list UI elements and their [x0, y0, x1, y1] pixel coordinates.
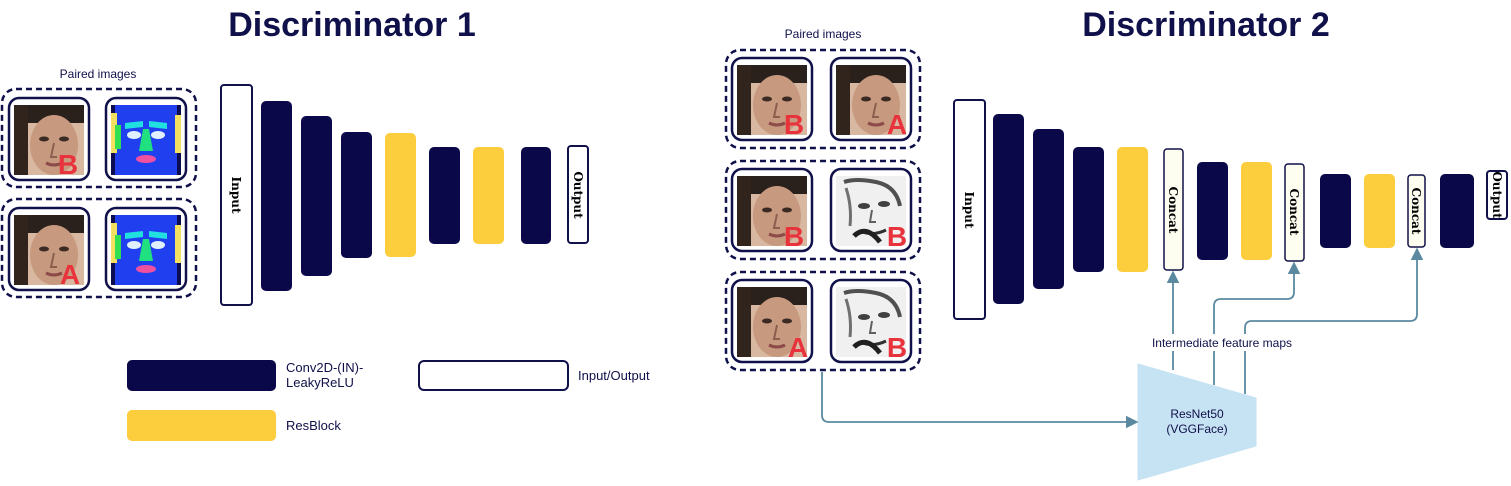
legend-resblock-swatch	[127, 410, 276, 441]
resnet-label: ResNet50	[1170, 407, 1224, 421]
pair-letter: B	[784, 221, 804, 252]
discriminator-1-network: Input Output	[220, 84, 589, 306]
legend-resblock-label: ResBlock	[286, 418, 341, 433]
conv-block	[261, 101, 292, 291]
pair-outline-1	[0, 87, 198, 189]
pair-letter: A	[60, 259, 80, 290]
resblock	[1117, 147, 1148, 272]
face-segmentation-map-icon	[111, 105, 181, 175]
resblock	[1241, 162, 1272, 260]
face-segmentation-map-icon	[111, 215, 181, 285]
input-label: Input	[229, 177, 243, 214]
input-label: Input	[962, 192, 976, 229]
resblock	[385, 133, 416, 257]
concat-block	[1163, 148, 1184, 271]
discriminator-2-title: Discriminator 2	[1082, 6, 1330, 44]
discriminator-2-network: Input Concat Concat Concat Output	[953, 99, 1508, 320]
conv-block	[1033, 129, 1064, 289]
pair-letter: B	[58, 149, 78, 180]
paired-images-group-2: B A B B A B	[724, 48, 922, 372]
concat-label: Concat	[1166, 187, 1180, 234]
paired-images-group-1: B A	[0, 87, 198, 299]
output-block	[567, 145, 589, 244]
pair-letter: A	[788, 332, 808, 363]
conv-block	[1197, 162, 1228, 260]
output-label: Output	[571, 171, 585, 219]
resnet-sublabel: (VGGFace)	[1166, 422, 1227, 436]
paired-images-label-1: Paired images	[60, 67, 137, 81]
resnet50-block	[1137, 363, 1257, 481]
conv-block	[521, 147, 551, 244]
concat-label: Concat	[1409, 188, 1423, 235]
input-block	[953, 99, 986, 320]
legend-conv-label: Conv2D-(IN)-	[286, 360, 363, 375]
feature-map-arrow-2	[1213, 261, 1301, 385]
legend-io-label: Input/Output	[578, 368, 650, 383]
feature-map-arrow-3	[1244, 247, 1424, 394]
output-block	[1486, 170, 1508, 220]
conv-block	[341, 132, 372, 258]
feature-maps-label: Intermediate feature maps	[1152, 336, 1292, 350]
conv-block	[429, 147, 460, 244]
pair-outline-3	[724, 270, 922, 372]
discriminator-1-title: Discriminator 1	[228, 6, 476, 44]
legend-conv-label-2: LeakyReLU	[286, 375, 354, 390]
pair-letter: A	[887, 109, 907, 140]
conv-block	[301, 116, 332, 276]
legend: Conv2D-(IN)- LeakyReLU ResBlock Input/Ou…	[127, 360, 650, 441]
resblock	[1364, 174, 1395, 248]
conv-block	[1320, 174, 1351, 248]
feature-maps-label-bg	[1145, 334, 1330, 351]
legend-io-swatch	[418, 360, 569, 391]
pair-letter: B	[784, 109, 804, 140]
concat-block	[1284, 163, 1305, 262]
conv-block	[993, 114, 1024, 304]
concat-label: Concat	[1287, 189, 1301, 236]
connector-arrows	[821, 247, 1424, 429]
legend-conv-swatch	[127, 360, 276, 391]
pair-letter: B	[887, 332, 907, 363]
resblock	[473, 147, 504, 244]
pair-outline-1	[724, 48, 922, 150]
pairs-to-resnet-arrow	[821, 372, 1139, 429]
paired-images-label-2: Paired images	[785, 27, 862, 41]
pair-letter: B	[887, 221, 907, 252]
pair-outline-2	[0, 197, 198, 299]
pair-outline-2	[724, 159, 922, 261]
input-block	[220, 84, 253, 306]
output-label: Output	[1490, 171, 1504, 219]
concat-block	[1407, 174, 1426, 248]
conv-block	[1440, 174, 1474, 248]
conv-block	[1073, 147, 1104, 272]
